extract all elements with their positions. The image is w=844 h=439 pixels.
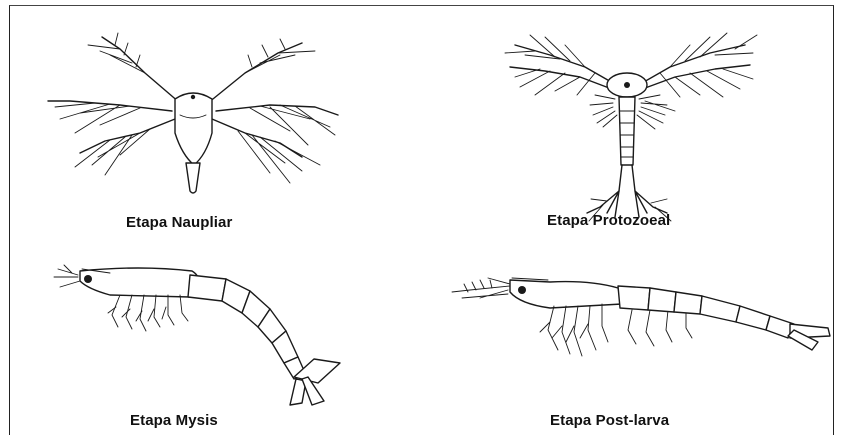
postlarva-caption: Etapa Post-larva	[550, 412, 669, 429]
mysis-panel: Etapa Mysis	[50, 255, 360, 435]
naupliar-panel: Etapa Naupliar	[40, 15, 350, 215]
postlarva-panel: Etapa Post-larva	[450, 270, 840, 435]
mysis-illustration	[50, 255, 360, 435]
protozoea-illustration	[495, 15, 765, 230]
nauplius-illustration	[40, 15, 350, 215]
postlarva-illustration	[450, 270, 840, 435]
mysis-caption: Etapa Mysis	[130, 412, 218, 429]
naupliar-caption: Etapa Naupliar	[126, 214, 232, 231]
protozoeal-caption: Etapa Protozoeal	[547, 212, 670, 229]
protozoeal-panel: Etapa Protozoeal	[495, 15, 765, 230]
